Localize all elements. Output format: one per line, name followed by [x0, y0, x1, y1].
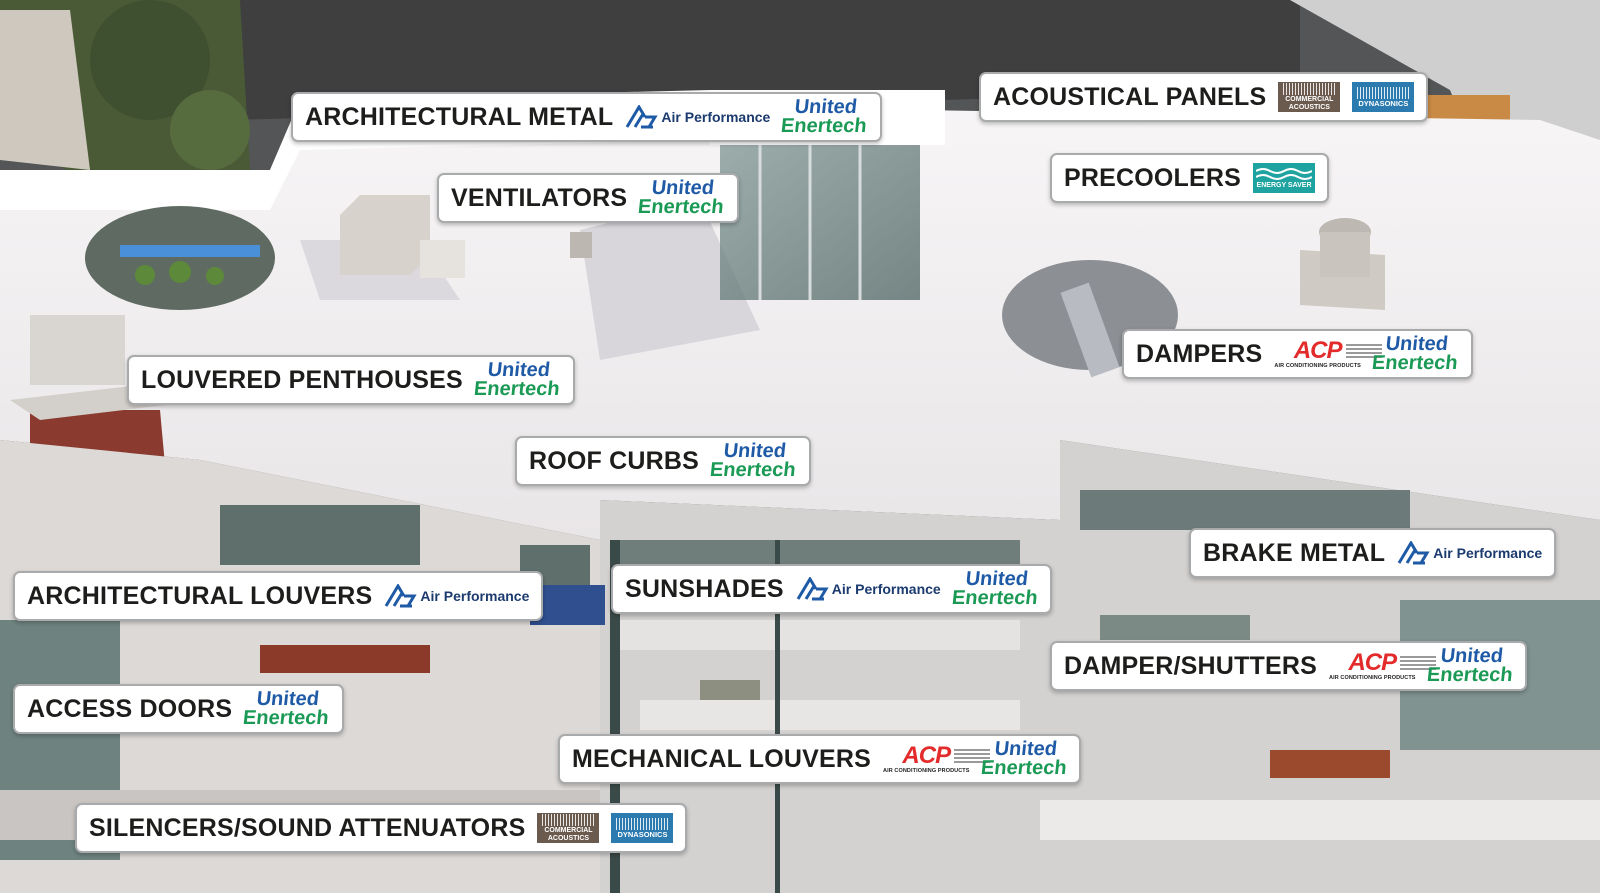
callout-roof-curbs: ROOF CURBS United Enertech	[515, 436, 811, 486]
callout-architectural-louvers: ARCHITECTURAL LOUVERS Air Performance	[13, 571, 544, 621]
air-performance-logo: Air Performance	[384, 584, 529, 608]
united-enertech-logo: United Enertech	[780, 96, 869, 137]
callout-access-doors: ACCESS DOORS United Enertech	[13, 684, 344, 734]
callout-mechanical-louvers: MECHANICAL LOUVERS ACP AIR CONDITIONING …	[558, 734, 1082, 784]
callout-label: SUNSHADES	[625, 574, 784, 603]
callout-silencers: SILENCERS/SOUND ATTENUATORS COMMERCIAL A…	[75, 803, 688, 853]
callout-label: ACOUSTICAL PANELS	[993, 82, 1267, 111]
callout-damper-shutters: DAMPER/SHUTTERS ACP AIR CONDITIONING PRO…	[1050, 641, 1528, 691]
callout-precoolers: PRECOOLERS ENERGY SAVER	[1050, 153, 1330, 203]
united-enertech-logo: United Enertech	[637, 177, 726, 218]
dynasonics-logo: DYNASONICS	[611, 813, 674, 843]
dynasonics-logo: DYNASONICS	[1352, 82, 1415, 112]
callout-label: ACCESS DOORS	[27, 694, 233, 723]
callout-brake-metal: BRAKE METAL Air Performance	[1189, 528, 1557, 578]
waves-icon	[1256, 167, 1313, 180]
soundwave-icon	[542, 813, 595, 826]
united-enertech-logo: United Enertech	[1425, 645, 1514, 686]
energy-saver-logo: ENERGY SAVER	[1253, 163, 1316, 193]
callout-label: ARCHITECTURAL LOUVERS	[27, 581, 373, 610]
air-performance-logo: Air Performance	[796, 577, 941, 601]
united-enertech-logo: United Enertech	[979, 738, 1068, 779]
united-enertech-logo: United Enertech	[242, 688, 331, 729]
callout-sunshades: SUNSHADES Air Performance United Enertec…	[611, 564, 1053, 614]
callout-acoustical-panels: ACOUSTICAL PANELS COMMERCIAL ACOUSTICS D…	[979, 72, 1429, 122]
soundwave-icon	[1283, 82, 1336, 95]
callout-dampers: DAMPERS ACP AIR CONDITIONING PRODUCTS Un…	[1122, 329, 1473, 379]
soundwave-icon	[1357, 86, 1410, 99]
united-enertech-logo: United Enertech	[472, 359, 561, 400]
callout-label: VENTILATORS	[451, 183, 628, 212]
air-performance-logo: Air Performance	[1397, 541, 1542, 565]
commercial-acoustics-logo: COMMERCIAL ACOUSTICS	[537, 813, 600, 843]
callout-label: MECHANICAL LOUVERS	[572, 744, 871, 773]
united-enertech-logo: United Enertech	[950, 568, 1039, 609]
callout-label: BRAKE METAL	[1203, 538, 1386, 567]
callout-label: ROOF CURBS	[529, 446, 700, 475]
soundwave-icon	[616, 817, 669, 830]
united-enertech-logo: United Enertech	[1370, 333, 1459, 374]
acp-logo: ACP AIR CONDITIONING PRODUCTS	[1329, 650, 1437, 681]
callout-label: PRECOOLERS	[1064, 163, 1242, 192]
callout-architectural-metal: ARCHITECTURAL METAL Air Performance Unit…	[291, 92, 882, 142]
callout-label: DAMPER/SHUTTERS	[1064, 651, 1318, 680]
air-performance-logo: Air Performance	[625, 105, 770, 129]
acp-logo: ACP AIR CONDITIONING PRODUCTS	[1274, 338, 1382, 369]
united-enertech-logo: United Enertech	[708, 440, 797, 481]
acp-logo: ACP AIR CONDITIONING PRODUCTS	[883, 743, 991, 774]
commercial-acoustics-logo: COMMERCIAL ACOUSTICS	[1278, 82, 1341, 112]
callout-label: SILENCERS/SOUND ATTENUATORS	[89, 813, 526, 842]
callout-ventilators: VENTILATORS United Enertech	[437, 173, 739, 223]
callout-label: ARCHITECTURAL METAL	[305, 102, 614, 131]
callout-label: LOUVERED PENTHOUSES	[141, 365, 463, 394]
callout-louvered-penthouses: LOUVERED PENTHOUSES United Enertech	[127, 355, 575, 405]
callout-label: DAMPERS	[1136, 339, 1263, 368]
